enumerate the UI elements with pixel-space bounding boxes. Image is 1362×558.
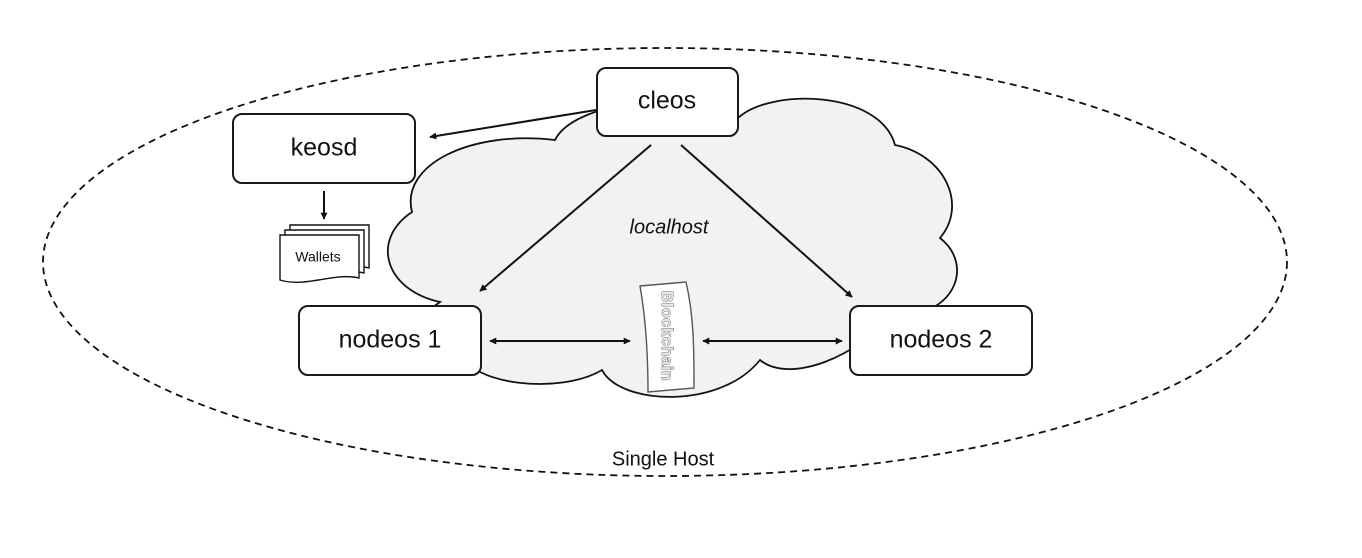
keosd-label: keosd [291,134,358,162]
nodeos-1-label: nodeos 1 [339,326,442,354]
wallets-label: Wallets [295,249,340,265]
blockchain-label: Blockchain [658,291,675,381]
arrow-cleos-to-nodeos-2 [680,144,853,298]
localhost-cloud [386,97,958,398]
single-host-label: Single Host [612,448,715,470]
nodeos-2-label: nodeos 2 [890,326,993,354]
wallets-stack-icon: Wallets [279,224,370,283]
blockchain-scroll-icon: Blockchain [639,281,695,393]
cleos-node: cleos [596,67,739,137]
keosd-node: keosd [232,113,416,184]
nodeos-1-node: nodeos 1 [298,305,482,376]
localhost-label: localhost [630,216,710,238]
arrow-cleos-to-nodeos-1 [479,144,652,292]
arrow-cleos-to-keosd [429,109,597,140]
nodeos-2-node: nodeos 2 [849,305,1033,376]
cleos-label: cleos [638,87,696,115]
single-host-boundary [42,47,1288,477]
